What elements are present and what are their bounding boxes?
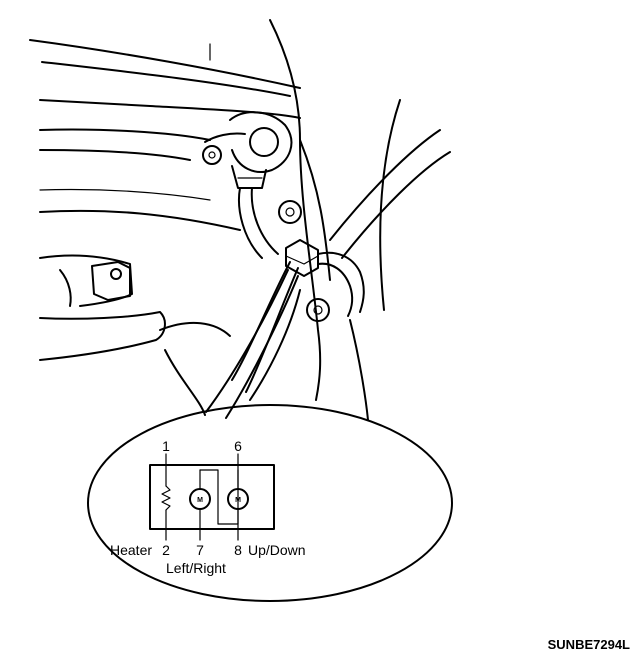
left-right-label: Left/Right xyxy=(166,560,226,576)
up-down-label: Up/Down xyxy=(248,542,306,558)
pin-7-label: 7 xyxy=(196,542,204,558)
connector-body xyxy=(149,464,275,530)
door-trim-illustration xyxy=(29,19,451,421)
pin-2-label: 2 xyxy=(162,542,170,558)
motor-symbol: M xyxy=(197,497,203,504)
pin-8-label: 8 xyxy=(234,542,242,558)
pin-6-label: 6 xyxy=(234,438,242,454)
connector-callout: M M 1 6 Heater 2 7 8 Up/Down Left/Right xyxy=(87,404,453,602)
figure-code: SUNBE7294L xyxy=(547,637,630,652)
heater-label: Heater xyxy=(110,542,152,558)
left-right-motor-icon: M xyxy=(189,488,211,510)
pin-1-label: 1 xyxy=(162,438,170,454)
up-down-motor-icon: M xyxy=(227,488,249,510)
motor-symbol: M xyxy=(235,497,241,504)
